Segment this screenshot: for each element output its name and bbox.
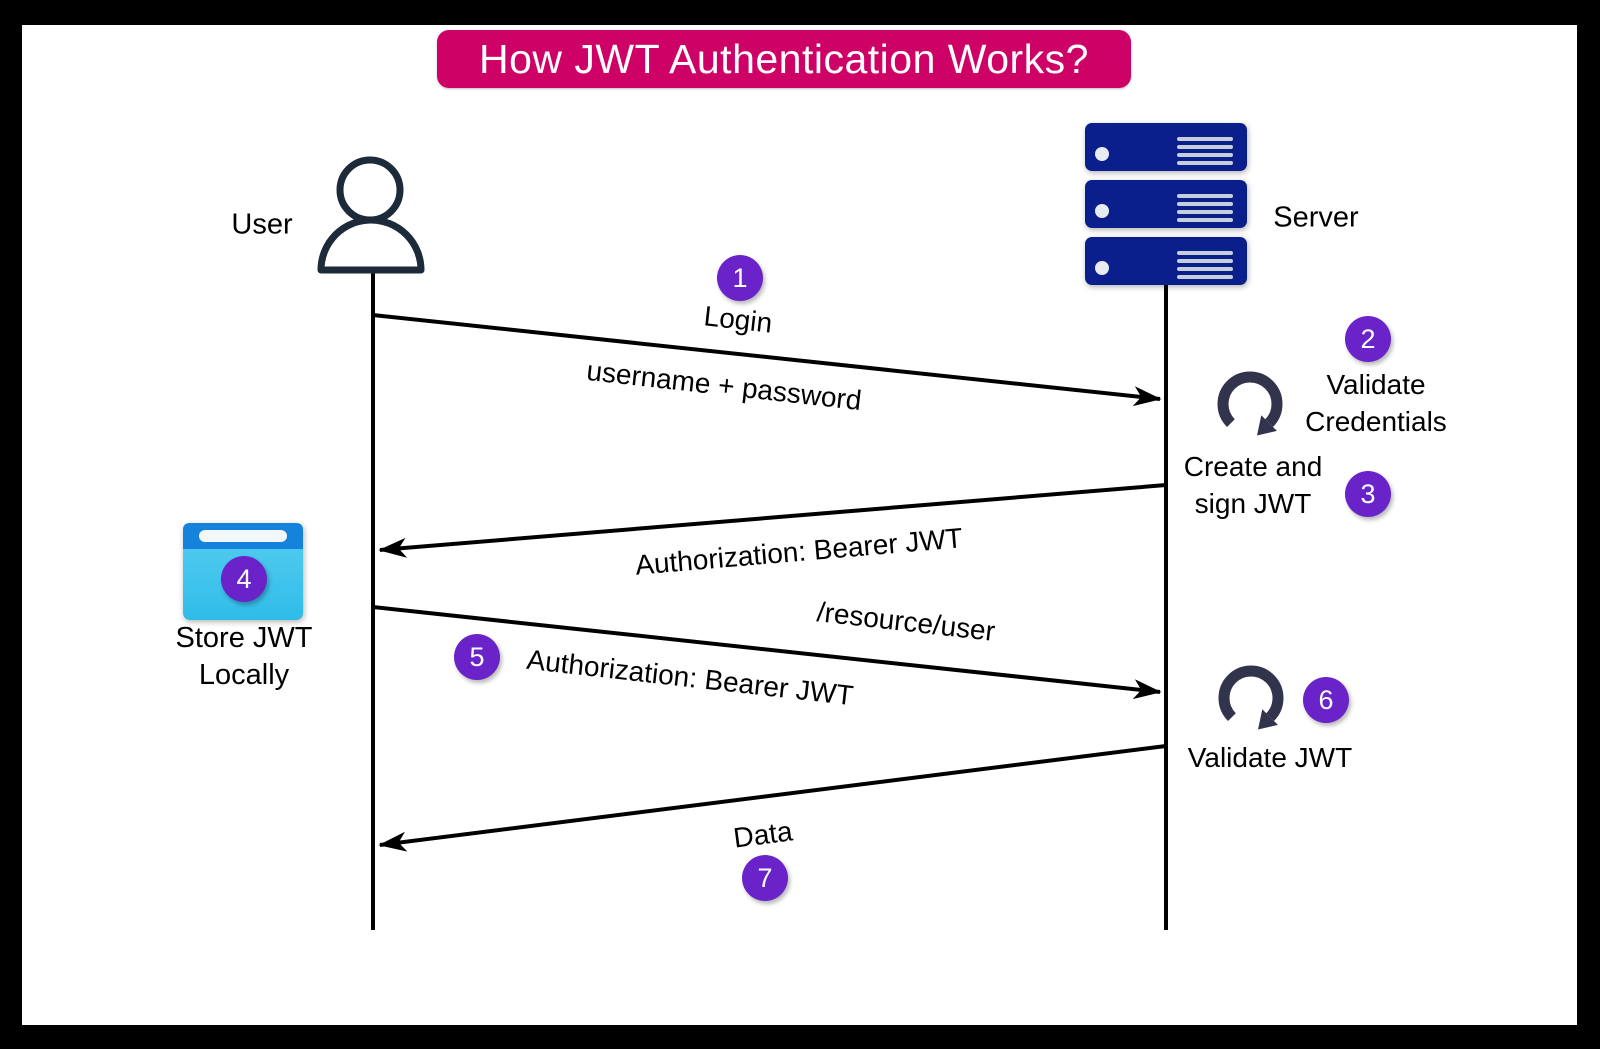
label-create-sign-jwt: Create and sign JWT (1184, 448, 1323, 522)
label-validate-credentials: Validate Credentials (1305, 366, 1447, 440)
label-create-sign-jwt-line1: Create and (1183, 451, 1323, 482)
label-validate-credentials-line1: Validate (1326, 369, 1426, 400)
browser-address-bar (199, 530, 287, 542)
loop-arrowhead (1257, 415, 1277, 436)
badge-step-4: 4 (221, 556, 267, 602)
rotate-loop-icon-validate-credentials (1217, 371, 1283, 436)
badge-step-6: 6 (1303, 677, 1349, 723)
server-unit-3 (1085, 237, 1247, 285)
loop-arc (1217, 371, 1283, 427)
rotate-loop-icon-validate-jwt (1218, 665, 1284, 730)
server-unit-2 (1085, 180, 1247, 228)
title-banner: How JWT Authentication Works? (437, 30, 1131, 88)
user-label: User (231, 208, 293, 241)
badge-step-5: 5 (454, 634, 500, 680)
person-head (336, 156, 404, 224)
person-shoulders (317, 216, 425, 274)
badge-step-2: 2 (1345, 316, 1391, 362)
person-icon (317, 156, 425, 274)
badge-step-3: 3 (1345, 471, 1391, 517)
loop-arc (1218, 665, 1284, 721)
server-unit-1 (1085, 123, 1247, 171)
label-validate-jwt: Validate JWT (1187, 742, 1353, 773)
label-store-jwt-line1: Store JWT (175, 622, 313, 654)
page-title: How JWT Authentication Works? (478, 35, 1089, 82)
label-create-sign-jwt-line2: sign JWT (1194, 488, 1312, 519)
badge-step-1: 1 (717, 255, 763, 301)
server-label: Server (1273, 201, 1359, 234)
label-validate-credentials-line2: Credentials (1305, 406, 1447, 437)
label-store-jwt-line2: Locally (198, 659, 290, 691)
loop-arrowhead (1258, 709, 1278, 730)
badge-step-7: 7 (742, 855, 788, 901)
label-store-jwt-locally: Store JWT Locally (176, 620, 313, 694)
server-stack-icon (1085, 123, 1247, 285)
